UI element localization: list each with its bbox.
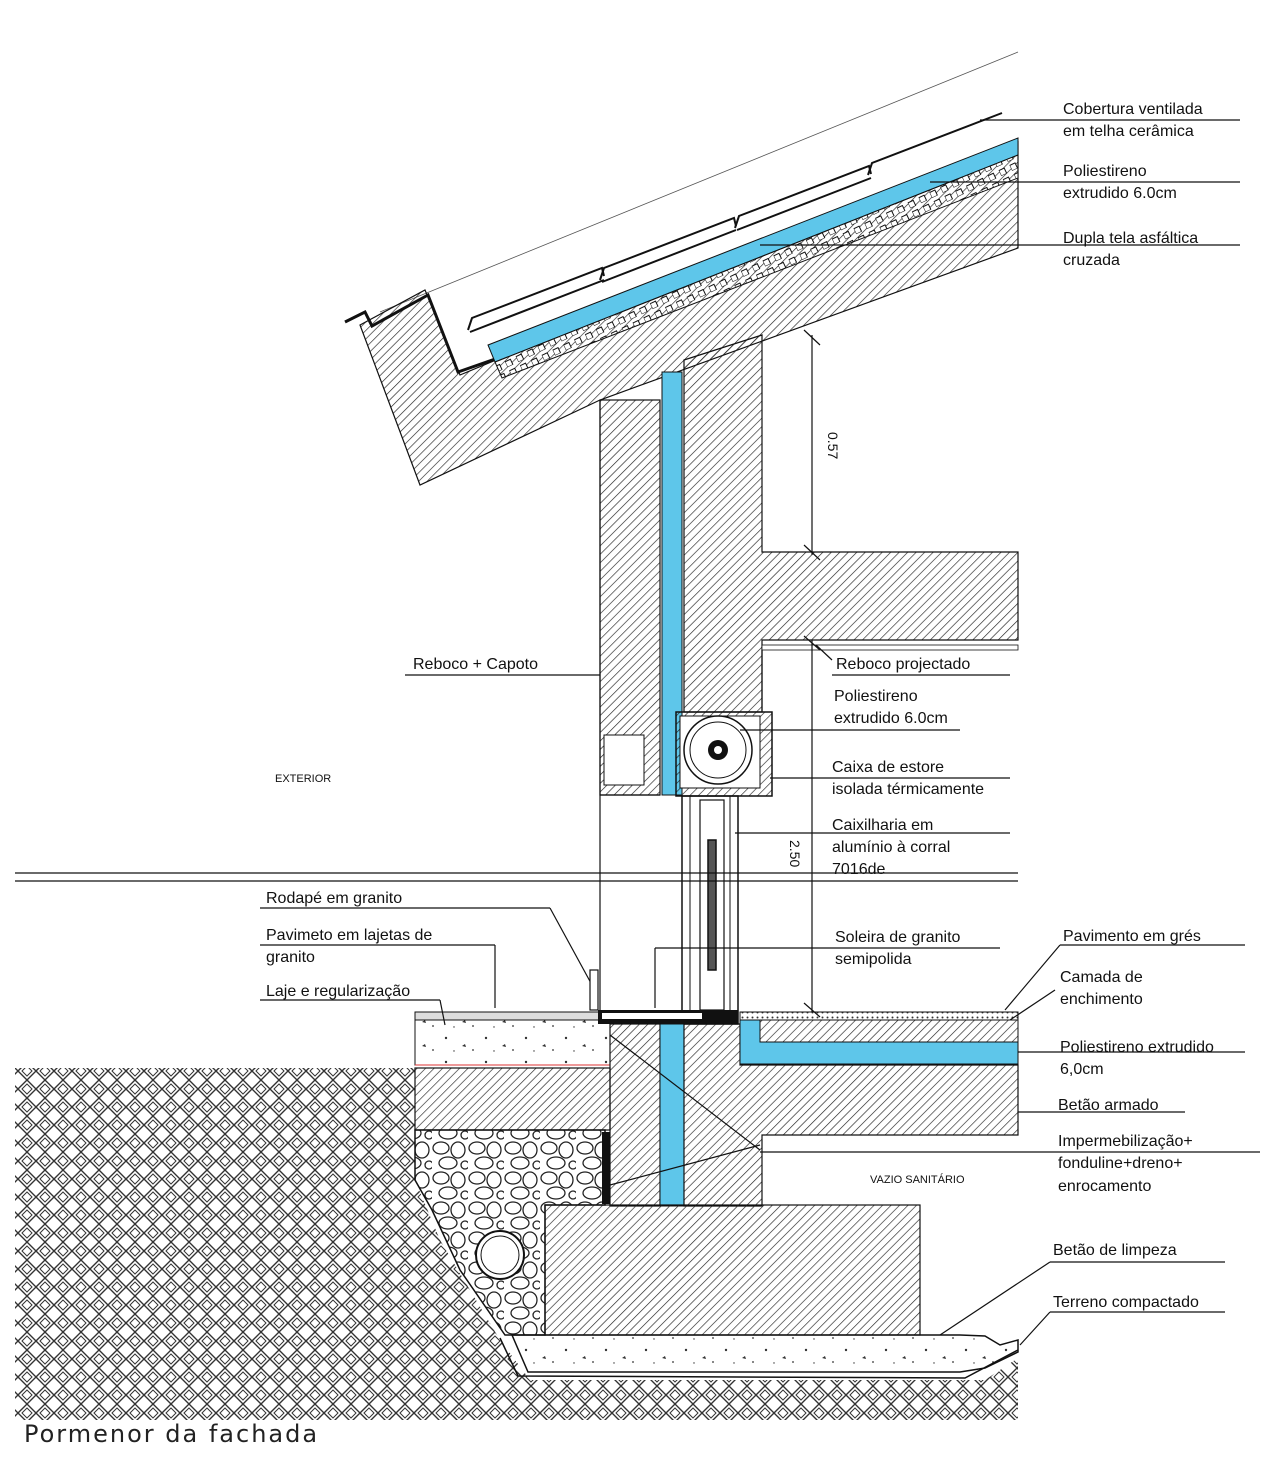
floor-reference-lines — [15, 400, 1018, 1010]
reboco-projectado-strip — [761, 644, 1019, 651]
annotation-labels: Cobertura ventilada em telha cerâmica Po… — [24, 101, 1214, 1448]
label-imperm-3: enrocamento — [1058, 1178, 1151, 1195]
label-cobertura-1: Cobertura ventilada — [1063, 101, 1203, 118]
upper-wall — [599, 334, 1019, 796]
label-camada-2: enchimento — [1060, 991, 1143, 1008]
interior-insulation — [739, 1019, 1019, 1065]
interior-fill-layer — [759, 1019, 1019, 1043]
capoto-finish-strip — [603, 734, 645, 786]
label-laje: Laje e regularização — [266, 983, 410, 1000]
label-poliestireno-bot-1: Poliestireno extrudido — [1060, 1039, 1214, 1056]
dimension-lines: 0.57 2.50 — [787, 329, 841, 1018]
label-poliestireno-mid-1: Poliestireno — [834, 688, 918, 705]
label-caixa-estore-1: Caixa de estore — [832, 759, 944, 776]
label-betao-limpeza: Betão de limpeza — [1053, 1242, 1177, 1259]
label-caixilharia-2: alumínio à corral — [832, 839, 950, 856]
wall-insulation-upper — [661, 371, 683, 796]
leader-lines — [260, 119, 1260, 1346]
label-dupla-tela-1: Dupla tela asfáltica — [1063, 230, 1198, 247]
foundation-beam — [414, 1067, 611, 1131]
label-poliestireno-top-1: Poliestireno — [1063, 163, 1147, 180]
label-terreno: Terreno compactado — [1053, 1294, 1199, 1311]
label-poliestireno-bot-2: 6,0cm — [1060, 1061, 1104, 1078]
label-rodape: Rodapé em granito — [266, 890, 402, 907]
label-imperm-2: fonduline+dreno+ — [1058, 1155, 1183, 1172]
window-frame — [681, 795, 739, 1025]
label-poliestireno-mid-2: extrudido 6.0cm — [834, 710, 948, 727]
label-pavimeto-2: granito — [266, 949, 315, 966]
drain-membrane — [602, 1132, 610, 1204]
roof-gutter — [344, 292, 499, 374]
label-soleira-2: semipolida — [835, 951, 912, 968]
interior-tile-floor — [739, 1011, 1019, 1021]
label-cobertura-2: em telha cerâmica — [1063, 123, 1194, 140]
label-reboco-projectado: Reboco projectado — [836, 656, 970, 673]
dimension-057: 0.57 — [825, 432, 841, 459]
label-exterior: EXTERIOR — [275, 773, 331, 785]
footing — [544, 1204, 921, 1336]
drain-pipe — [475, 1230, 525, 1280]
label-imperm-1: Impermebilização+ — [1058, 1133, 1193, 1150]
roof-tile-battens — [494, 154, 1019, 379]
label-dupla-tela-2: cruzada — [1063, 252, 1120, 269]
roof-assembly — [344, 51, 1019, 486]
lean-concrete — [510, 1334, 1019, 1373]
wall-insulation-lower — [659, 1023, 685, 1207]
drawing-caption: Pormenor da fachada — [24, 1420, 319, 1448]
label-reboco-capoto: Reboco + Capoto — [413, 656, 538, 673]
label-soleira-1: Soleira de granito — [835, 929, 961, 946]
roof-sightline — [379, 51, 1019, 313]
label-caixa-estore-2: isolada térmicamente — [832, 781, 984, 798]
dimension-250: 2.50 — [787, 840, 803, 867]
roller-shutter-box — [675, 711, 773, 797]
label-camada-1: Camada de — [1060, 969, 1143, 986]
label-pavimeto-1: Pavimeto em lajetas de — [266, 927, 432, 944]
label-vazio-sanitario: VAZIO SANITÁRIO — [870, 1173, 965, 1186]
foundation — [15, 1010, 1019, 1420]
label-caixilharia-1: Caixilharia em — [832, 817, 933, 834]
label-caixilharia-3: 7016de — [832, 861, 885, 878]
ground-mass — [15, 1068, 1018, 1420]
label-pavimento-gres: Pavimento em grés — [1063, 928, 1201, 945]
exterior-screed — [414, 1019, 611, 1066]
label-betao-armado: Betão armado — [1058, 1097, 1159, 1114]
roof-tiles — [467, 112, 1003, 333]
label-poliestireno-top-2: extrudido 6.0cm — [1063, 185, 1177, 202]
